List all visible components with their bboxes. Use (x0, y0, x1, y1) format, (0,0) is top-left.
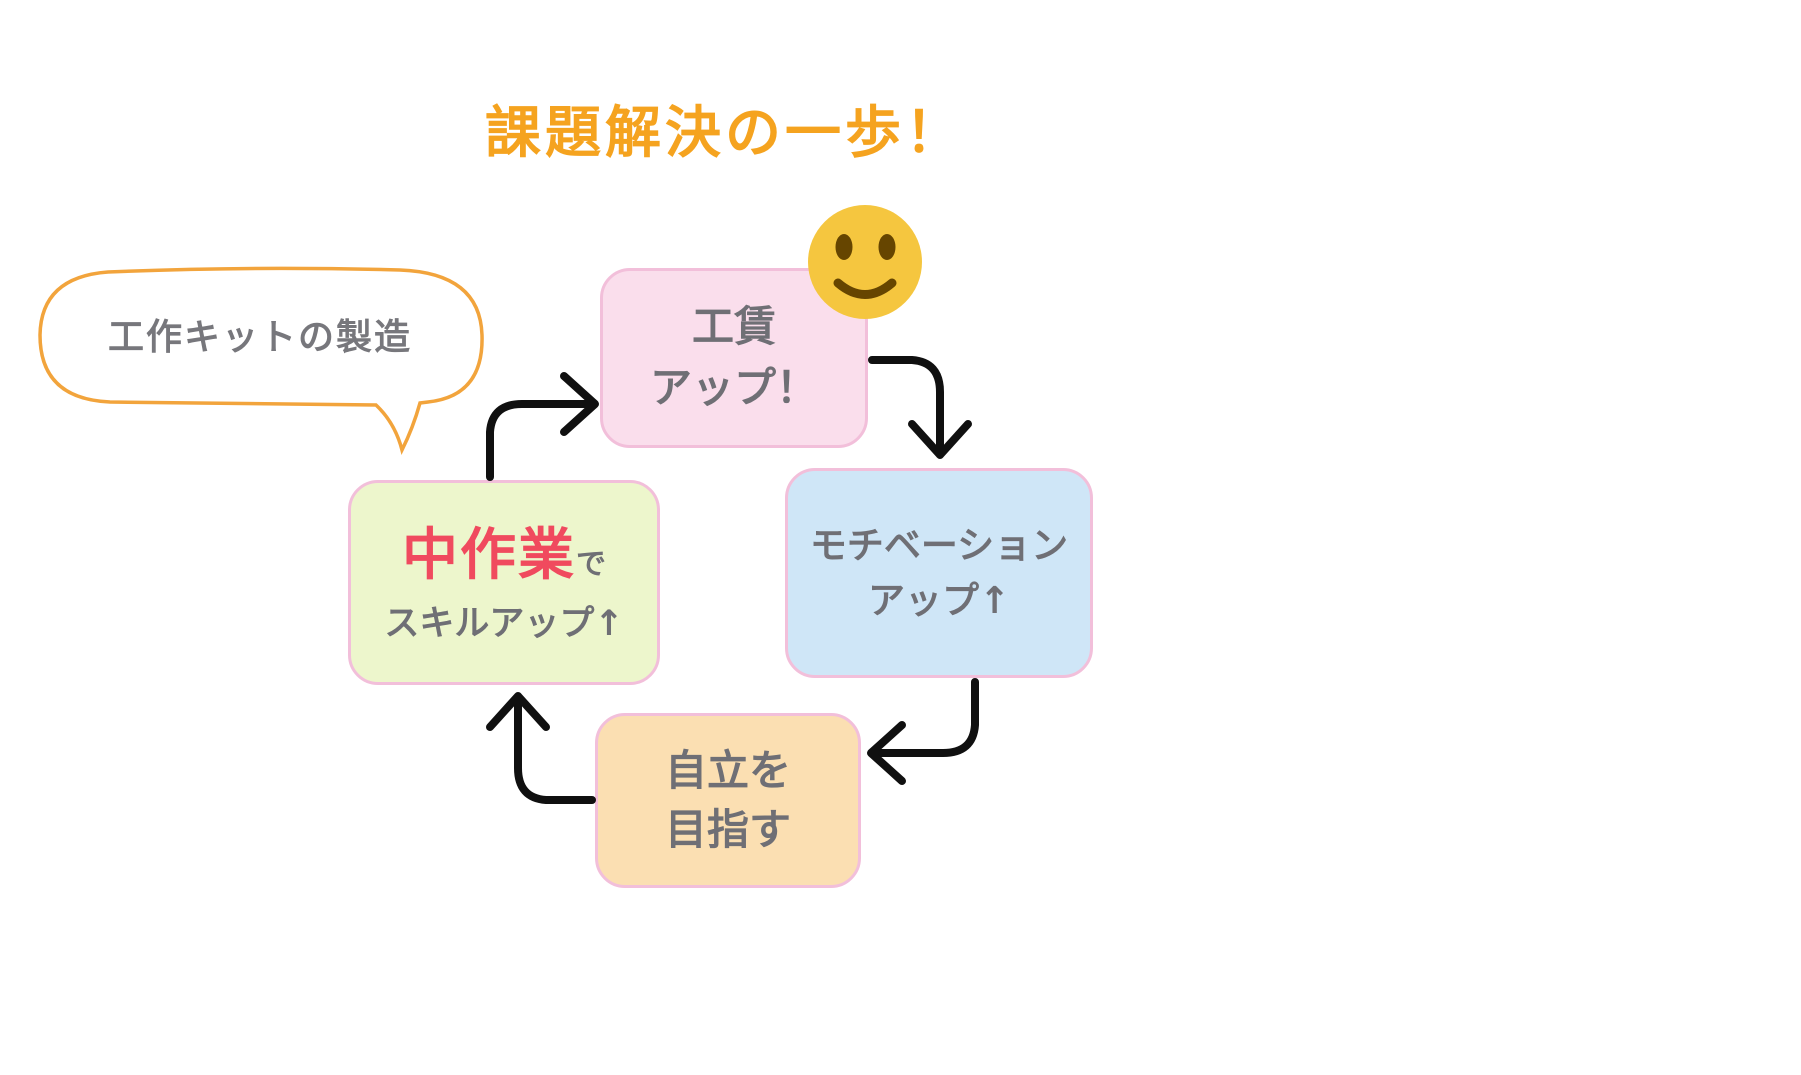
box-motivation-line2: アップ↑ (867, 579, 1010, 622)
arrow-motivation-to-independence-head (867, 721, 906, 785)
box-wage-line2: アップ！ (649, 363, 818, 412)
arrow-skill-to-wage (486, 400, 590, 481)
smiley-left-eye (835, 234, 853, 260)
box-independence-line2: 目指す (664, 804, 791, 854)
smiley-right-eye (878, 234, 896, 260)
box-wage-line1: 工賃 (691, 302, 776, 352)
page-title: 課題解決の一歩！ (485, 101, 965, 166)
box-independence: 自立を 目指す (595, 713, 861, 888)
arrow-motivation-to-independence (876, 678, 979, 757)
box-skill-up: 中作業で スキルアップ↑ (348, 480, 660, 685)
box-skill-line1: 中作業で (402, 514, 606, 598)
box-independence-line1: 自立を (664, 745, 791, 795)
box-skill-line2: スキルアップ↑ (384, 604, 624, 645)
arrow-skill-to-wage-head (560, 372, 599, 436)
arrow-wage-to-motivation-head (908, 420, 972, 459)
speech-bubble-label: 工作キットの製造 (107, 317, 412, 358)
arrow-wage-to-motivation (868, 356, 944, 452)
box-motivation-up: モチベーション アップ↑ (785, 468, 1093, 678)
box-wage-up: 工賃 アップ！ (600, 268, 868, 448)
arrow-independence-to-skill (514, 701, 596, 804)
box-skill-highlight: 中作業 (402, 523, 576, 589)
box-motivation-line1: モチベーション (809, 523, 1069, 567)
arrow-independence-to-skill-head (486, 692, 550, 731)
box-skill-suffix: で (576, 547, 606, 583)
